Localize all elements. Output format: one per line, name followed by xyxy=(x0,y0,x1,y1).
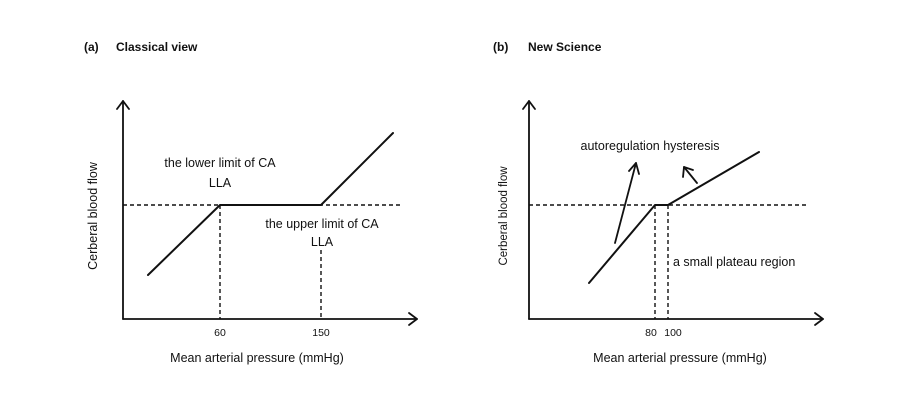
panel-a-lower-limit-label: the lower limit of CA xyxy=(164,156,276,170)
panel-b-plateau-label: a small plateau region xyxy=(673,255,795,269)
panel-a-lower-limit-abbr: LLA xyxy=(209,176,232,190)
panel-a-title: Classical view xyxy=(116,40,198,54)
panel-b: (b) New Science autoregulation hysteresi… xyxy=(493,40,824,365)
panel-b-y-axis-label: Cerberal blood flow xyxy=(498,166,510,266)
panel-b-tick-100: 100 xyxy=(664,327,682,339)
panel-a-autoregulation-curve xyxy=(147,132,394,276)
panel-b-x-arrowhead xyxy=(814,312,824,326)
panel-a-y-arrowhead xyxy=(116,100,130,110)
panel-b-autoregulation-curve xyxy=(588,151,760,284)
panel-a-y-axis-label: Cerberal blood flow xyxy=(86,161,100,270)
panel-a-upper-limit-label: the upper limit of CA xyxy=(265,217,379,231)
panel-b-letter: (b) xyxy=(493,40,508,54)
panel-a-letter: (a) xyxy=(84,40,99,54)
panel-b-title: New Science xyxy=(528,40,602,54)
panel-a-x-axis-label: Mean arterial pressure (mmHg) xyxy=(170,351,344,365)
panel-b-y-arrowhead xyxy=(522,100,536,110)
panel-b-tick-80: 80 xyxy=(645,327,657,339)
panel-b-x-axis-label: Mean arterial pressure (mmHg) xyxy=(593,351,767,365)
panel-a: (a) Classical view the lower limit of CA… xyxy=(84,40,418,365)
panel-b-hysteresis-arrow-left xyxy=(614,162,640,244)
panel-a-tick-150: 150 xyxy=(312,327,330,339)
panel-a-tick-60: 60 xyxy=(214,327,226,339)
panel-a-x-arrowhead xyxy=(408,312,418,326)
panel-b-hysteresis-arrow-right xyxy=(682,166,698,184)
panel-a-upper-limit-abbr: LLA xyxy=(311,235,334,249)
panel-b-hysteresis-label: autoregulation hysteresis xyxy=(581,139,720,153)
